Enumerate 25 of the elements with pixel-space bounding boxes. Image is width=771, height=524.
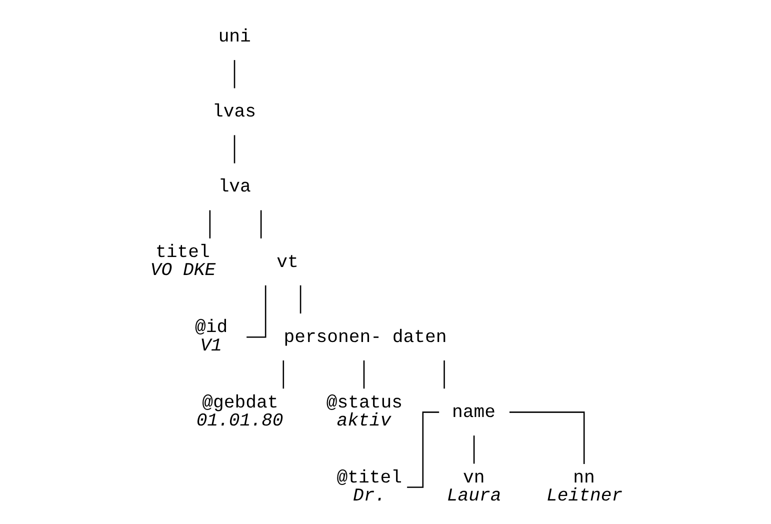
node-text: titel VO DKE (150, 243, 216, 282)
node-text: vt (276, 252, 298, 273)
node-text: personen- daten (283, 328, 446, 348)
connector (472, 436, 474, 464)
node-text: lva (218, 178, 250, 198)
node-text: nn Leitner (546, 468, 622, 506)
node-text: vn Laura (446, 468, 501, 506)
connector (508, 412, 584, 464)
connector (233, 135, 235, 164)
node-text: lvas (212, 102, 256, 123)
connector (282, 360, 284, 389)
connector (246, 285, 266, 338)
node-text: @status aktiv (326, 393, 402, 432)
node-text: @gebdat 01.01.80 (196, 393, 283, 432)
connector (299, 285, 301, 314)
node-text: uni (218, 28, 250, 48)
connector (362, 360, 364, 389)
connector (443, 360, 444, 389)
node-text: name (452, 402, 496, 423)
connector (406, 412, 439, 488)
connector (260, 210, 262, 238)
node-text: @id V1 (194, 318, 228, 356)
connector (208, 210, 210, 238)
node-text: @titel Dr. (336, 468, 402, 506)
connector (233, 60, 235, 88)
